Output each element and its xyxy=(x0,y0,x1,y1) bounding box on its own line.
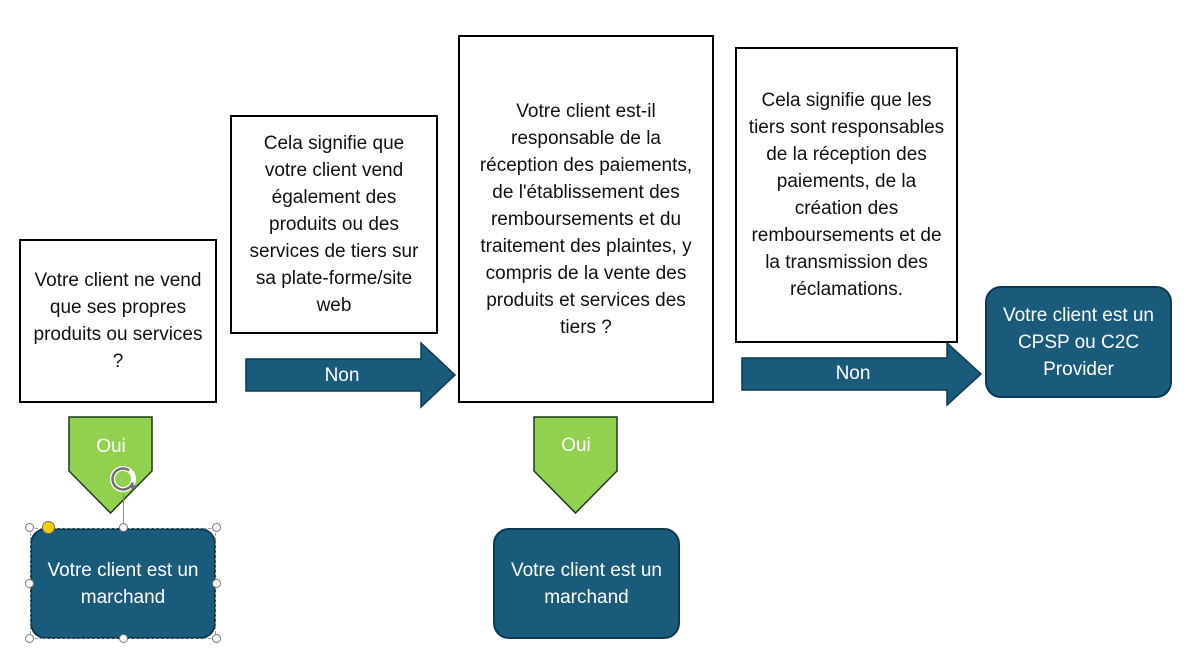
selection-frame xyxy=(30,528,216,639)
resize-handle-top-center[interactable] xyxy=(119,523,128,532)
resize-handle-top-left[interactable] xyxy=(25,523,34,532)
third-party-sales-explanation-text: Cela signifie que votre client vend égal… xyxy=(249,133,419,316)
resize-handle-bottom-center[interactable] xyxy=(119,634,128,643)
result-merchant-1-text: Votre client est un marchand xyxy=(47,559,199,608)
result-merchant-2-box: Votre client est un marchand xyxy=(493,528,680,639)
third-party-responsibility-explanation-text: Cela signifie que les tiers sont respons… xyxy=(748,90,945,300)
question-sells-own-products-box: Votre client ne vend que ses propres pro… xyxy=(19,239,217,403)
non-arrow-1-label: Non xyxy=(324,365,360,386)
resize-handle-bottom-right[interactable] xyxy=(212,634,221,643)
question-sells-own-products-text: Votre client ne vend que ses propres pro… xyxy=(33,270,203,372)
question-payment-responsibility-text: Votre client est-il responsable de la ré… xyxy=(479,100,693,338)
result-merchant-1-box[interactable]: Votre client est un marchand xyxy=(30,528,216,639)
resize-handle-bottom-left[interactable] xyxy=(25,634,34,643)
question-payment-responsibility-box: Votre client est-il responsable de la ré… xyxy=(458,35,714,403)
third-party-sales-explanation-box: Cela signifie que votre client vend égal… xyxy=(230,115,438,334)
adjust-handle-yellow[interactable] xyxy=(42,521,55,534)
oui-arrow-2 xyxy=(533,416,618,515)
result-merchant-2-text: Votre client est un marchand xyxy=(510,559,663,608)
resize-handle-top-right[interactable] xyxy=(212,523,221,532)
resize-handle-middle-right[interactable] xyxy=(212,579,221,588)
resize-handle-middle-left[interactable] xyxy=(25,579,34,588)
oui-arrow-2-label: Oui xyxy=(561,435,591,456)
non-arrow-2 xyxy=(741,341,983,407)
rotate-handle-icon[interactable] xyxy=(108,464,138,494)
oui-arrow-1-label: Oui xyxy=(96,436,126,457)
third-party-responsibility-explanation-box: Cela signifie que les tiers sont respons… xyxy=(735,47,958,343)
non-arrow-2-label: Non xyxy=(835,363,871,384)
non-arrow-1 xyxy=(245,341,457,409)
result-cpsp-box: Votre client est un CPSP ou C2C Provider xyxy=(985,286,1172,398)
result-cpsp-text: Votre client est un CPSP ou C2C Provider xyxy=(1002,304,1155,380)
selection-connector-line xyxy=(123,494,124,528)
